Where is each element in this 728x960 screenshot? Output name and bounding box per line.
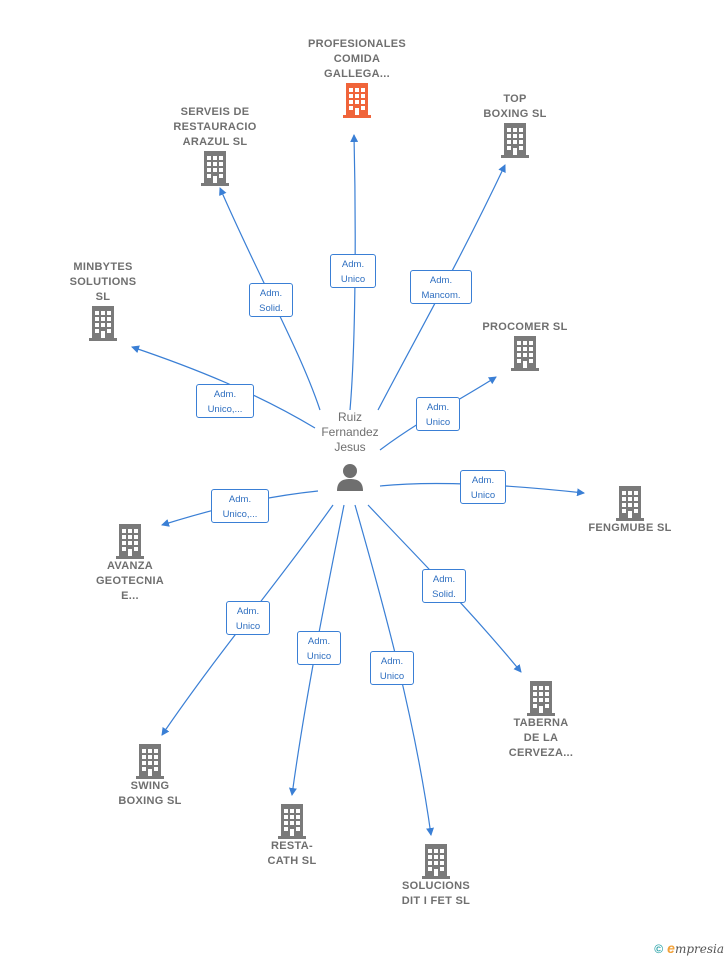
building-icon[interactable] [227,803,357,839]
company-name[interactable]: SWING BOXING SL [118,780,182,807]
building-icon[interactable] [38,305,168,341]
building-icon[interactable] [65,523,195,559]
company-node[interactable]: TABERNA DE LA CERVEZA... [476,680,606,761]
person-name: Ruiz Fernandez Jesus [321,410,379,454]
building-icon[interactable] [292,82,422,118]
company-name[interactable]: PROFESIONALES COMIDA GALLEGA... [307,38,407,80]
building-icon[interactable] [371,843,501,879]
role-label[interactable]: Adm. Unico [226,601,270,635]
person-icon [337,464,363,491]
building-icon[interactable] [450,122,580,158]
company-name[interactable]: TOP BOXING SL [483,93,547,120]
copyright-icon: © [654,942,664,956]
role-label[interactable]: Adm. Solid. [422,569,466,603]
company-node[interactable]: PROFESIONALES COMIDA GALLEGA... [292,37,422,118]
company-node[interactable]: SWING BOXING SL [85,743,215,809]
company-name[interactable]: RESTA- CATH SL [267,840,317,867]
company-node[interactable]: TOP BOXING SL [450,92,580,158]
company-name[interactable]: MINBYTES SOLUTIONS SL [69,261,137,303]
role-label[interactable]: Adm. Unico [370,651,414,685]
role-label[interactable]: Adm. Unico,... [196,384,254,418]
company-node[interactable]: PROCOMER SL [460,320,590,371]
company-node[interactable]: FENGMUBE SL [565,485,695,536]
role-label[interactable]: Adm. Unico [416,397,460,431]
building-icon[interactable] [476,680,606,716]
company-node[interactable]: RESTA- CATH SL [227,803,357,869]
role-label[interactable]: Adm. Unico,... [211,489,269,523]
company-name[interactable]: PROCOMER SL [482,321,568,333]
company-name[interactable]: SERVEIS DE RESTAURACIO ARAZUL SL [173,106,257,148]
footer-brand: ©empresia [654,940,724,956]
building-icon[interactable] [150,150,280,186]
company-name[interactable]: FENGMUBE SL [588,522,672,534]
building-icon[interactable] [460,335,590,371]
role-label[interactable]: Adm. Unico [460,470,506,504]
person-node[interactable]: Ruiz Fernandez Jesus [300,410,400,493]
company-node[interactable]: SERVEIS DE RESTAURACIO ARAZUL SL [150,105,280,186]
role-label[interactable]: Adm. Mancom. [410,270,472,304]
brand-logo-e: e [667,940,675,956]
brand-logo-text: mpresia [674,942,724,956]
role-label[interactable]: Adm. Unico [297,631,341,665]
company-node[interactable]: SOLUCIONS DIT I FET SL [371,843,501,909]
building-icon[interactable] [85,743,215,779]
building-icon[interactable] [565,485,695,521]
company-name[interactable]: AVANZA GEOTECNIA E... [95,560,165,602]
company-node[interactable]: AVANZA GEOTECNIA E... [65,523,195,604]
company-node[interactable]: MINBYTES SOLUTIONS SL [38,260,168,341]
relation-edge [131,345,316,429]
company-name[interactable]: TABERNA DE LA CERVEZA... [508,717,574,759]
company-name[interactable]: SOLUCIONS DIT I FET SL [401,880,471,907]
role-label[interactable]: Adm. Unico [330,254,376,288]
role-label[interactable]: Adm. Solid. [249,283,293,317]
